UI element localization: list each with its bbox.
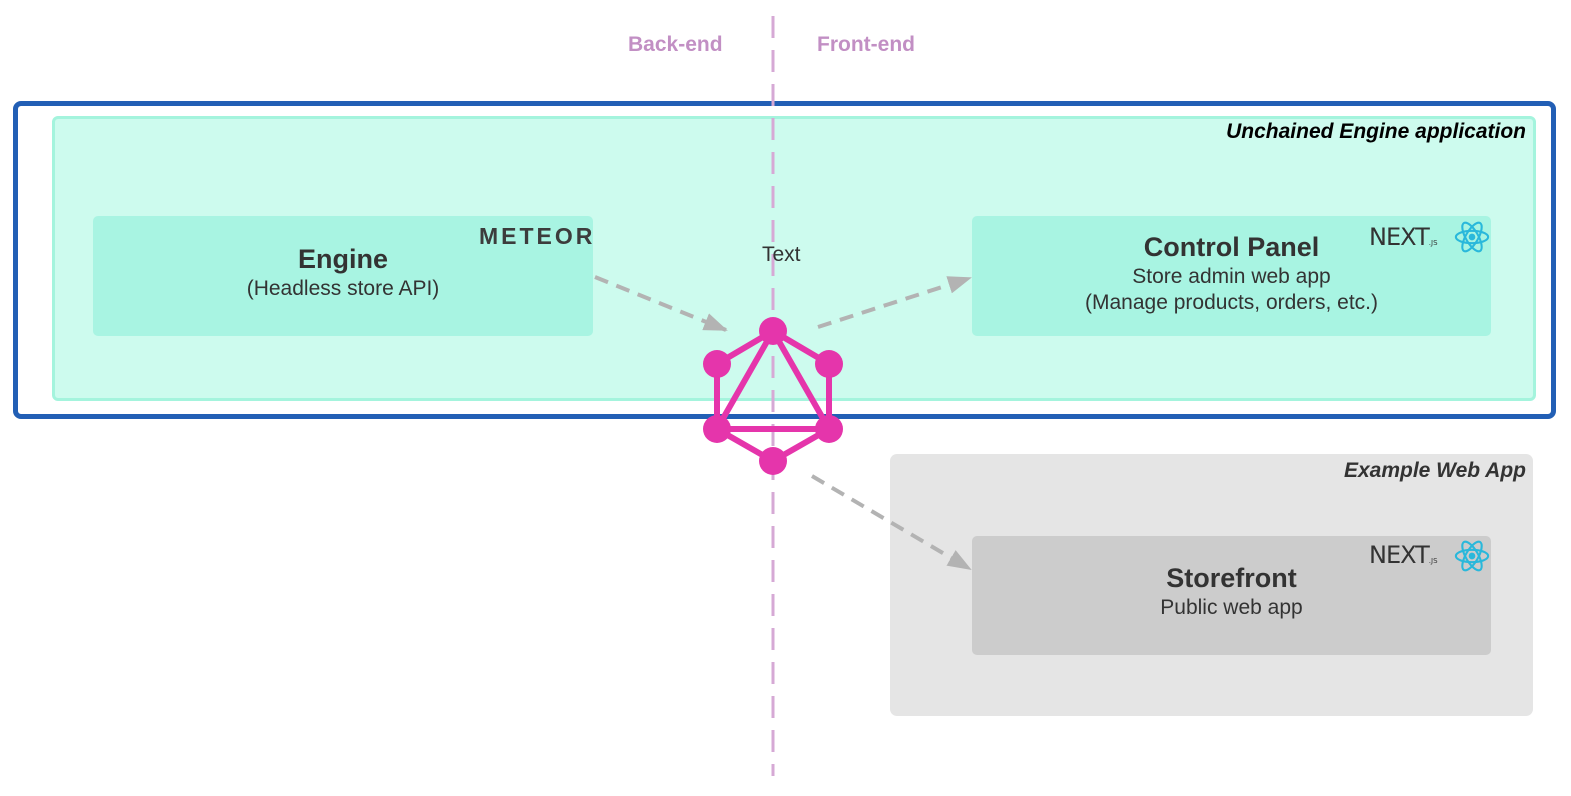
engine-to-graphql-arrow bbox=[594, 275, 728, 332]
unchained-app-frame bbox=[13, 101, 1556, 419]
control-panel-line1: Store admin web app bbox=[1132, 265, 1331, 288]
nextjs-logo: NEXT.JS bbox=[1369, 223, 1438, 251]
engine-box: Engine (Headless store API) METEOR bbox=[93, 216, 593, 336]
storefront-subtitle: Public web app bbox=[1160, 596, 1303, 619]
backend-label: Back-end bbox=[628, 33, 723, 56]
storefront-title: Storefront bbox=[1166, 563, 1297, 593]
storefront-box: Storefront Public web app NEXT.JS bbox=[972, 536, 1491, 655]
connector-text-label: Text bbox=[762, 243, 801, 266]
nextjs-logo-suffix: .JS bbox=[1428, 239, 1438, 247]
control-panel-line2: (Manage products, orders, etc.) bbox=[1085, 291, 1378, 314]
nextjs-logo: NEXT.JS bbox=[1369, 541, 1438, 569]
react-icon bbox=[1454, 540, 1490, 572]
engine-title: Engine bbox=[297, 244, 388, 274]
unchained-app-title: Unchained Engine application bbox=[1226, 120, 1526, 143]
meteor-logo: METEOR bbox=[479, 223, 596, 249]
example-web-app-title: Example Web App bbox=[1343, 459, 1526, 482]
engine-subtitle: (Headless store API) bbox=[246, 277, 440, 300]
graphql-to-control-panel-arrow bbox=[817, 276, 972, 329]
nextjs-logo-text: NEXT bbox=[1369, 541, 1430, 569]
react-icon bbox=[1454, 221, 1490, 253]
frontend-label: Front-end bbox=[817, 33, 915, 56]
control-panel-title: Control Panel bbox=[1143, 232, 1320, 262]
control-panel-box: Control Panel Store admin web app (Manag… bbox=[972, 216, 1491, 336]
graphql-to-storefront-arrow bbox=[810, 474, 972, 571]
nextjs-logo-suffix: .JS bbox=[1428, 557, 1438, 565]
graphql-icon bbox=[703, 317, 843, 475]
nextjs-logo-text: NEXT bbox=[1369, 223, 1430, 251]
